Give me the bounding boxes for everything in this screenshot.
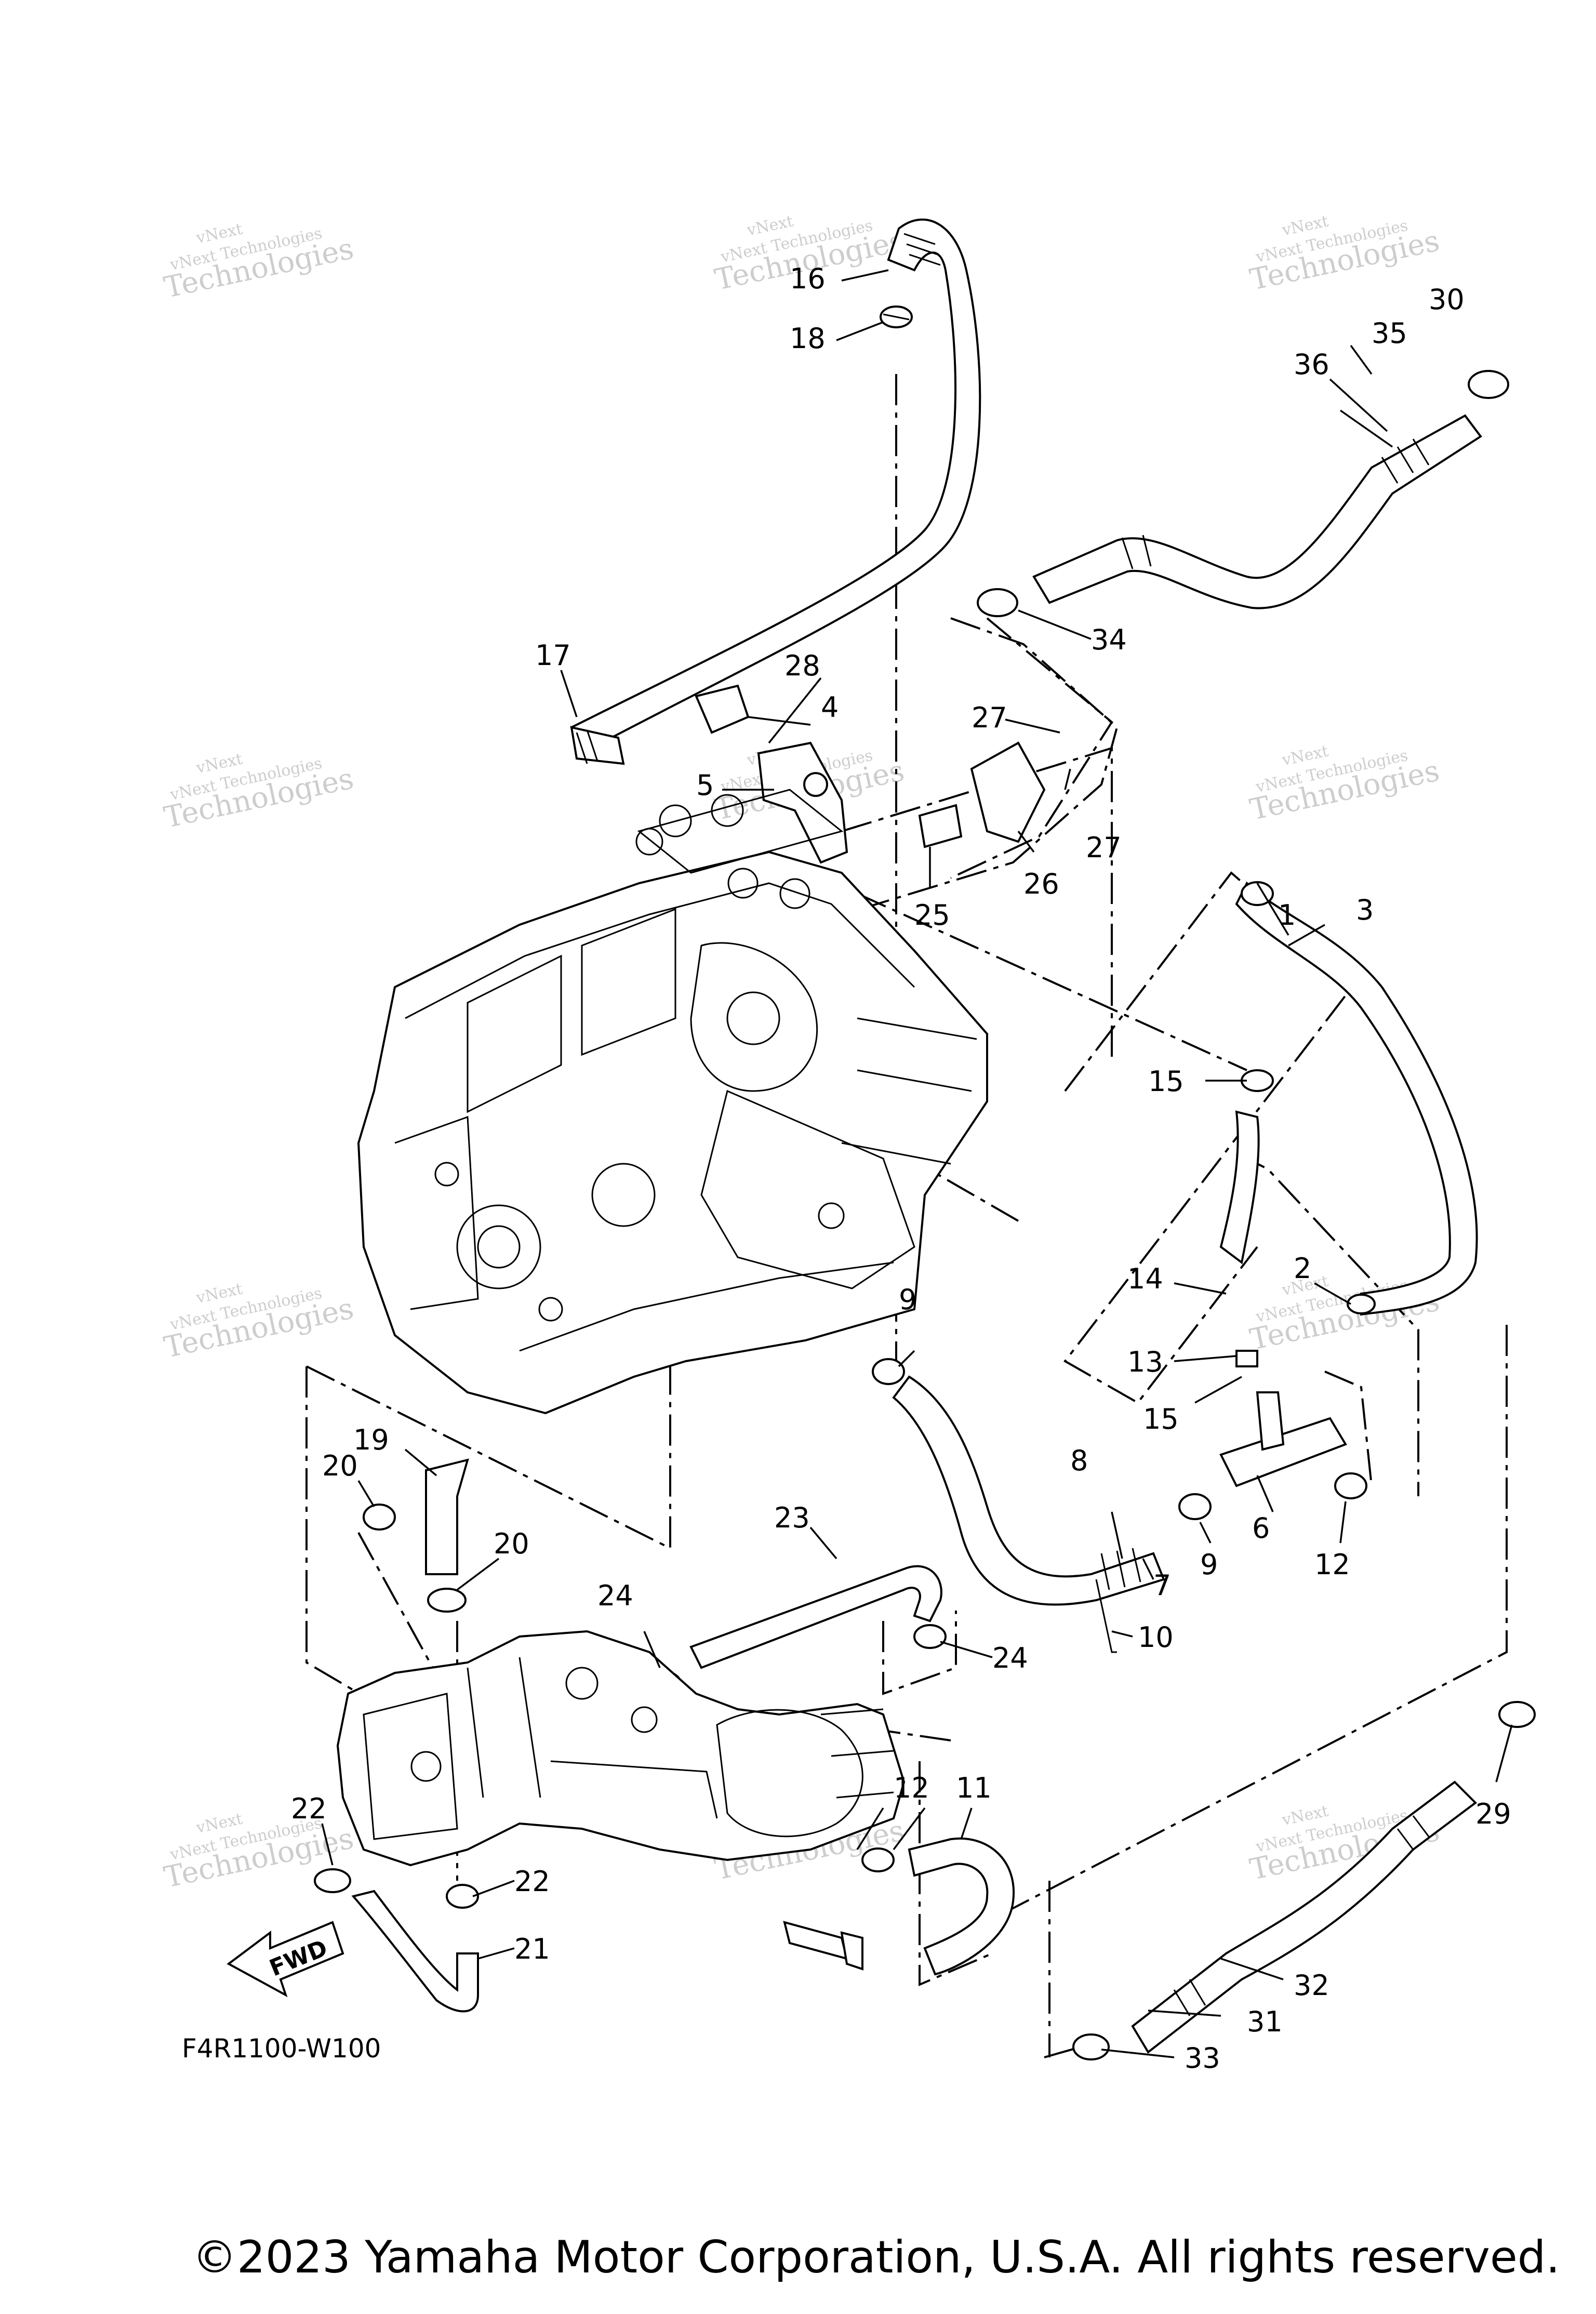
- clamp-33: [1072, 2033, 1110, 2060]
- tee-fitting-6: [1219, 1391, 1347, 1487]
- callout-24-left: 24: [597, 1579, 633, 1612]
- callout-13: 13: [1127, 1346, 1163, 1378]
- callout-26: 26: [1023, 868, 1059, 900]
- clamp-34: [977, 588, 1018, 617]
- callout-9-left: 9: [899, 1283, 916, 1316]
- leader-lines: [321, 269, 1513, 2058]
- callout-30: 30: [1429, 283, 1465, 316]
- callout-23: 23: [774, 1501, 810, 1534]
- fwd-arrow: FWD: [227, 1921, 344, 1998]
- callout-3: 3: [1356, 894, 1374, 926]
- callout-1: 1: [1278, 899, 1296, 932]
- callout-15-upper: 15: [1148, 1065, 1184, 1098]
- hose-1-3: [1235, 881, 1478, 1316]
- hose-7-8: [892, 1375, 1165, 1606]
- callout-27-upper: 27: [972, 701, 1007, 734]
- callout-7: 7: [1153, 1569, 1171, 1602]
- watermark-low-left: vNext vNext Technologies Technologies: [161, 1280, 356, 1364]
- callout-33: 33: [1185, 2042, 1220, 2074]
- callout-6: 6: [1252, 1512, 1270, 1545]
- callout-24-right: 24: [992, 1642, 1028, 1674]
- watermark-mid-right: vNext vNext Technologies Technologies: [1247, 742, 1442, 827]
- callout-10: 10: [1138, 1621, 1174, 1654]
- hose-19: [425, 1458, 469, 1575]
- clamp-15-lower: [1235, 1350, 1258, 1367]
- callout-29: 29: [1475, 1798, 1511, 1830]
- clamp-20-lower: [427, 1588, 467, 1613]
- diagram-code: F4R1100-W100: [182, 2033, 381, 2064]
- callout-25: 25: [914, 899, 950, 932]
- thermostat-housing-4: [757, 741, 848, 864]
- hose-29-32: [1131, 1780, 1478, 2054]
- clamp-22-right: [446, 1884, 479, 1909]
- clamp-9-right: [1178, 1493, 1212, 1520]
- callout-18: 18: [790, 322, 826, 355]
- callout-16: 16: [790, 262, 826, 295]
- clamp-24-right: [913, 1624, 947, 1649]
- clamp-22-left: [314, 1868, 351, 1893]
- clamp-12-right: [1334, 1472, 1367, 1499]
- callout-21: 21: [514, 1933, 550, 1965]
- callout-22-left: 22: [291, 1792, 327, 1825]
- hose-11: [908, 1837, 1015, 1976]
- callout-27-lower: 27: [1086, 831, 1122, 864]
- watermark-mid-left: vNext vNext Technologies Technologies: [161, 750, 356, 834]
- watermark-top-left: vNext vNext Technologies Technologies: [161, 220, 356, 304]
- bracket-26: [970, 741, 1046, 843]
- callout-19: 19: [353, 1424, 389, 1456]
- callout-12-left: 12: [894, 1772, 929, 1804]
- copyright-notice: ©2023 Yamaha Motor Corporation, U.S.A. A…: [192, 2231, 1560, 2283]
- clamp-20-upper: [363, 1504, 396, 1531]
- hose-23: [689, 1565, 942, 1669]
- callout-20-upper: 20: [322, 1449, 358, 1482]
- callout-9-right: 9: [1200, 1548, 1218, 1581]
- callouts: 1 2 3 4 5 6 7 8 9 9 10 11 12 12 13 14 15…: [291, 262, 1511, 2074]
- hose-21: [351, 1890, 479, 2013]
- callout-12-right: 12: [1314, 1548, 1350, 1581]
- sensor-25: [918, 804, 963, 848]
- clamp-29: [1498, 1701, 1536, 1728]
- callout-15-lower: 15: [1143, 1403, 1179, 1435]
- hose-35-36: [1032, 414, 1482, 609]
- clamp-12-left: [861, 1847, 895, 1872]
- hose-13-14: [1219, 1110, 1260, 1265]
- callout-32: 32: [1294, 1969, 1329, 2002]
- impeller-housing: [336, 1630, 906, 1867]
- callout-22-right: 22: [514, 1865, 550, 1898]
- bolt: [783, 1921, 863, 1971]
- callout-4: 4: [821, 691, 839, 724]
- callout-11: 11: [956, 1772, 992, 1804]
- callout-17: 17: [535, 639, 571, 672]
- callout-2: 2: [1294, 1252, 1311, 1285]
- callout-8: 8: [1070, 1444, 1088, 1477]
- clamp-9-left: [872, 1358, 905, 1385]
- clamp-2: [1347, 1294, 1376, 1314]
- callout-35: 35: [1372, 317, 1407, 350]
- callout-31: 31: [1247, 2005, 1283, 2038]
- watermark-top-right: vNext vNext Technologies Technologies: [1247, 212, 1442, 297]
- callout-28: 28: [784, 649, 820, 682]
- engine-block: [357, 789, 988, 1415]
- clamp-30: [1468, 370, 1509, 399]
- callout-5: 5: [696, 769, 714, 802]
- hose-16-17: [570, 218, 981, 765]
- callout-36: 36: [1294, 348, 1329, 381]
- clamp-18: [880, 305, 913, 328]
- callout-34: 34: [1091, 623, 1127, 656]
- cap-28: [695, 684, 750, 734]
- callout-14: 14: [1127, 1262, 1163, 1295]
- callout-20-lower: 20: [494, 1527, 529, 1560]
- tie-10: [1095, 1579, 1117, 1653]
